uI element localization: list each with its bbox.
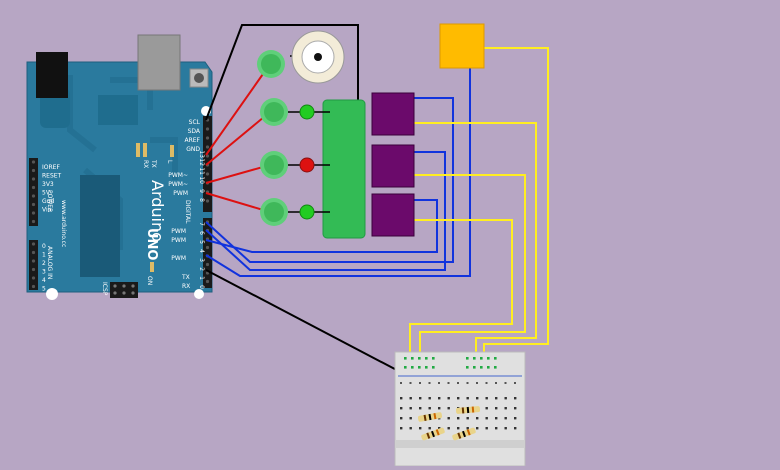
relay — [371, 92, 415, 136]
relay — [371, 193, 415, 237]
analog-pin-label: 0 — [42, 243, 46, 250]
power-header — [29, 158, 38, 226]
blue-wire-2 — [205, 151, 446, 271]
analog-pin-label: 3 — [42, 269, 46, 276]
arduino-board: Arduino UNO www.arduino.cc POWER ANALOG … — [26, 34, 213, 300]
i2c-pin-labels: SCL SDA AREF GND — [184, 119, 200, 153]
analog-pin-label: 4 — [42, 277, 46, 284]
analog-pin-label: 5 — [42, 286, 46, 293]
green-led — [299, 204, 315, 220]
on-label: ON — [146, 276, 153, 285]
pwm-label: PWM — [171, 255, 186, 262]
pwm-label: PWM — [171, 237, 186, 244]
digital-pin-number: 9 — [198, 189, 205, 193]
led-tx-label: TX — [150, 159, 157, 168]
rx-label: RX — [182, 283, 190, 290]
digital-header-lower — [203, 218, 212, 288]
analog-header — [29, 240, 38, 290]
push-button[interactable] — [260, 198, 288, 226]
push-buttons — [257, 50, 288, 226]
i2c-pin-label: SDA — [188, 128, 201, 135]
yellow-wire-4 — [409, 219, 513, 398]
red-wire-4 — [205, 192, 271, 213]
piezo-buzzer — [290, 30, 345, 84]
pwm-label: PWM~ — [168, 172, 188, 179]
tx-label: TX — [181, 274, 190, 281]
digital-pin-number: 4 — [198, 249, 205, 253]
analog-pin-label: 2 — [42, 260, 46, 267]
push-button[interactable] — [260, 98, 288, 126]
i2c-pin-label: GND — [186, 146, 200, 153]
pwm-labels: PWM~ PWM~ PWM PWM PWM PWM — [168, 172, 188, 262]
digital-pin-number: 2 — [198, 267, 205, 271]
red-wire-3 — [205, 164, 271, 184]
yellow-wire-1 — [483, 47, 549, 398]
led-l-label: L — [166, 160, 173, 164]
relay — [371, 144, 415, 188]
digital-pin-number: 8 — [198, 198, 205, 202]
relay-module-board — [322, 99, 366, 239]
resistor — [452, 427, 476, 441]
power-pin-label: 5V — [42, 190, 51, 197]
relays — [371, 92, 415, 237]
pwm-label: PWM~ — [168, 181, 188, 188]
usb-port — [137, 34, 181, 91]
mounting-hole — [194, 289, 204, 299]
digital-pin-number: 7 — [198, 222, 205, 226]
analog-pin-label: 1 — [42, 252, 46, 259]
resistor — [421, 427, 445, 441]
icsp-header — [110, 282, 138, 298]
power-jack — [36, 52, 68, 98]
icsp-label: ICSP — [101, 282, 108, 296]
push-button[interactable] — [260, 151, 288, 179]
leds — [288, 104, 330, 220]
pwm-label: PWM — [173, 190, 188, 197]
power-pin-label: IOREF — [42, 164, 60, 171]
digital-pin-number: 6 — [198, 231, 205, 235]
black-wire-top — [205, 24, 359, 121]
header-pins — [31, 118, 210, 295]
digital-pin-number: 0 — [198, 285, 205, 289]
digital-pin-number: 10 — [198, 176, 205, 184]
red-led — [299, 157, 315, 173]
blue-wire-3 — [205, 199, 438, 253]
i2c-pin-label: AREF — [184, 137, 200, 144]
power-pin-label: RESET — [42, 173, 62, 180]
digital-pin-number: 5 — [198, 240, 205, 244]
power-section-label: POWER — [46, 190, 53, 212]
green-led — [299, 104, 315, 120]
digital-pin-number: 13 — [198, 150, 205, 158]
red-wire-2 — [205, 111, 271, 166]
led-rx-label: RX — [142, 160, 149, 168]
pwm-label: PWM — [171, 228, 186, 235]
power-pin-label: Vin — [42, 207, 52, 214]
push-button[interactable] — [257, 50, 285, 78]
resistor — [455, 406, 481, 414]
resistor — [417, 412, 443, 422]
microcontroller-chip — [80, 175, 120, 277]
mounting-hole — [46, 288, 58, 300]
digital-pin-number: 1 — [198, 276, 205, 280]
analog-section-label: ANALOG IN — [46, 246, 53, 279]
digital-pin-number: 11 — [198, 167, 205, 175]
digital-pin-number: 3 — [198, 258, 205, 262]
uno-label: UNO — [144, 228, 159, 261]
digital-section-label: DIGITAL — [184, 200, 191, 224]
light-sensor — [439, 23, 485, 69]
power-pin-label: Gnd — [42, 198, 54, 205]
power-pin-label: 3V3 — [42, 181, 54, 188]
url-label: www.arduino.cc — [60, 200, 67, 247]
arduino-logo-text: Arduino — [148, 180, 167, 242]
red-wire-1 — [205, 63, 271, 156]
digital-pin-number: 12 — [198, 158, 205, 166]
breadboard — [394, 351, 526, 467]
analog-pin-labels: 0 12 34 5 — [42, 243, 46, 293]
breadboard-green-holes — [404, 357, 497, 369]
i2c-pin-label: SCL — [189, 119, 201, 126]
